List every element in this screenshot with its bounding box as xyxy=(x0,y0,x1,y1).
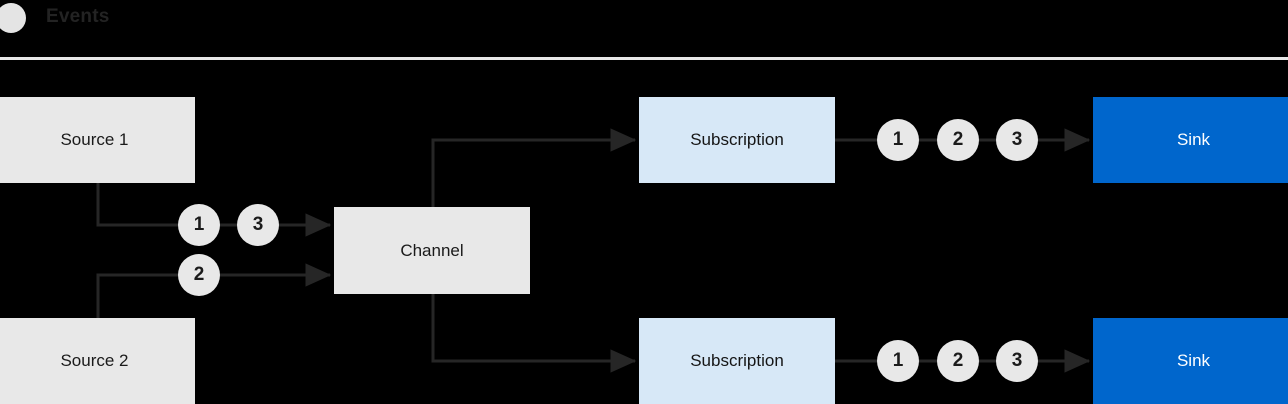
node-source-1[interactable]: Source 1 xyxy=(0,97,195,183)
node-subscription-top-label: Subscription xyxy=(690,130,784,149)
event-token-label: 3 xyxy=(1011,350,1023,371)
event-token: 3 xyxy=(996,340,1038,382)
node-subscription-top[interactable]: Subscription xyxy=(639,97,835,183)
event-token-label: 3 xyxy=(1011,129,1023,150)
event-token: 2 xyxy=(937,119,979,161)
event-token-label: 2 xyxy=(952,129,964,150)
event-token: 2 xyxy=(178,254,220,296)
edge-channel-to-subscription-bottom xyxy=(431,294,637,373)
edge-source-2-to-channel xyxy=(96,263,332,318)
header-divider xyxy=(0,57,1288,60)
node-channel[interactable]: Channel xyxy=(334,207,530,294)
event-token: 3 xyxy=(237,204,279,246)
event-token-label: 2 xyxy=(193,264,205,285)
page-title: Events xyxy=(46,6,110,27)
event-token: 2 xyxy=(937,340,979,382)
node-subscription-bottom[interactable]: Subscription xyxy=(639,318,835,404)
event-token: 1 xyxy=(877,340,919,382)
event-token: 1 xyxy=(877,119,919,161)
node-source-1-label: Source 1 xyxy=(60,130,129,149)
node-sink-top-label: Sink xyxy=(1176,130,1211,149)
event-token: 1 xyxy=(178,204,220,246)
event-token-label: 1 xyxy=(193,214,205,235)
event-token-label: 2 xyxy=(952,350,964,371)
node-channel-label: Channel xyxy=(400,240,464,260)
event-token-label: 1 xyxy=(892,350,904,371)
node-source-2[interactable]: Source 2 xyxy=(0,318,195,404)
edge-channel-to-subscription-top xyxy=(431,128,637,207)
node-sink-top[interactable]: Sink xyxy=(1093,97,1288,183)
events-dot-icon xyxy=(0,3,26,33)
event-token-label: 1 xyxy=(892,129,904,150)
node-subscription-bottom-label: Subscription xyxy=(690,351,784,370)
node-source-2-label: Source 2 xyxy=(60,351,129,370)
node-sink-bottom[interactable]: Sink xyxy=(1093,318,1288,404)
event-token-label: 3 xyxy=(252,214,264,235)
event-token: 3 xyxy=(996,119,1038,161)
node-sink-bottom-label: Sink xyxy=(1176,351,1211,370)
